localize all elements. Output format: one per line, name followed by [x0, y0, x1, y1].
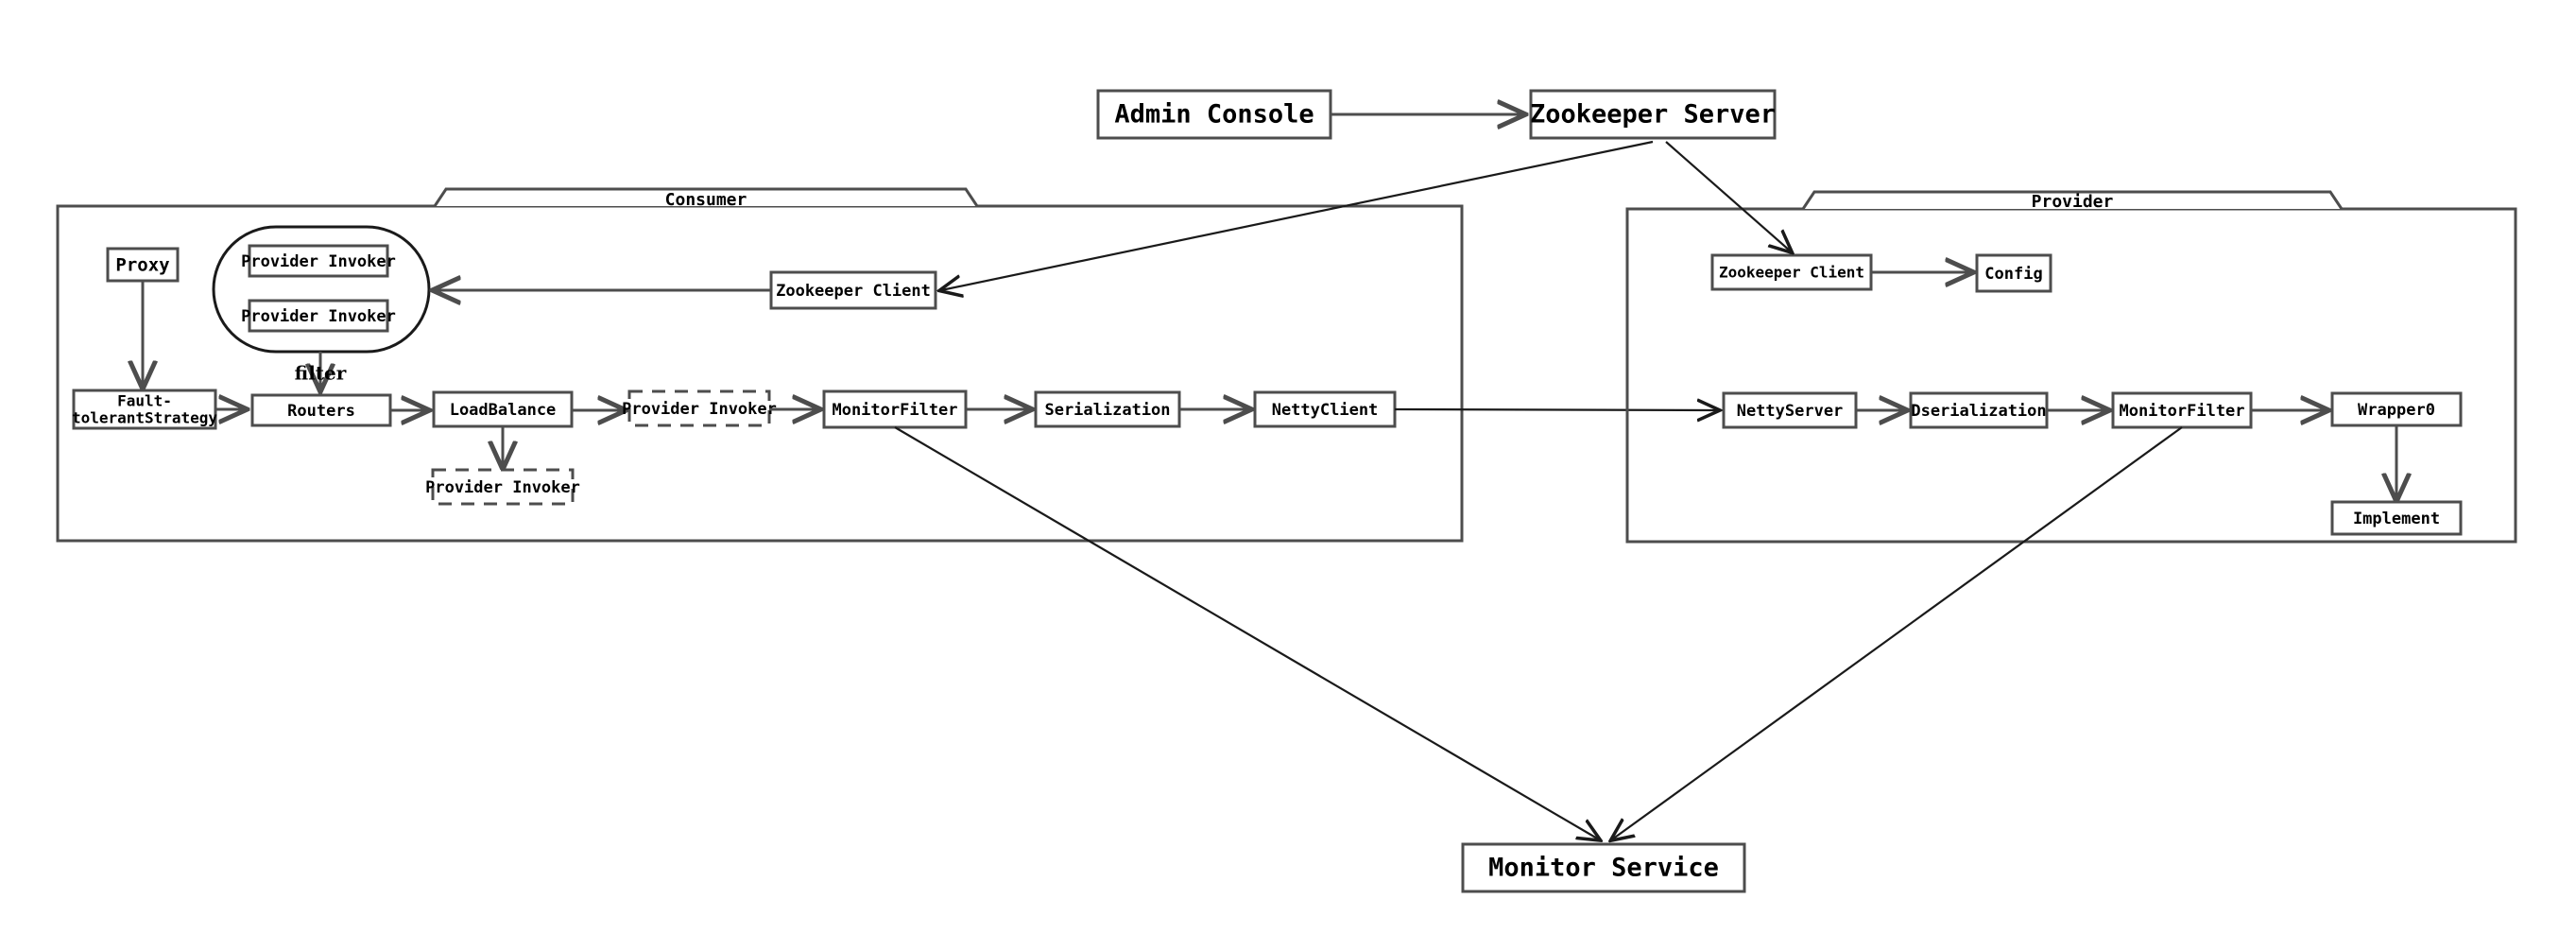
- provider-invoker-1-label: Provider Invoker: [241, 252, 396, 271]
- provider-group-label: Provider: [2032, 192, 2114, 212]
- routers-label: Routers: [287, 402, 355, 421]
- edge-nettyclient-to-nettyserver: [1394, 409, 1718, 410]
- proxy-box[interactable]: [106, 247, 180, 283]
- consumer-tab-shape: [433, 187, 979, 207]
- provider-invoker-1-box[interactable]: [248, 244, 389, 278]
- admin-console-label: Admin Console: [1114, 100, 1314, 130]
- provider-zookeeper-client-box[interactable]: [1710, 253, 1873, 291]
- implement-label: Implement: [2353, 510, 2440, 528]
- fault-tolerant-strategy-label-line2: tolerantStrategy: [72, 409, 217, 427]
- node-wrapper0[interactable]: Wrapper0: [2330, 391, 2463, 427]
- node-consumer-monitor-filter[interactable]: MonitorFilter: [822, 389, 968, 429]
- node-monitor-service[interactable]: Monitor Service: [1461, 842, 1746, 893]
- consumer-monitor-filter-label: MonitorFilter: [832, 401, 957, 420]
- filter-edge-label: filter: [295, 362, 347, 385]
- node-provider-zookeeper-client[interactable]: Zookeeper Client: [1710, 253, 1873, 291]
- node-zookeeper-server[interactable]: Zookeeper Server: [1529, 89, 1777, 140]
- provider-zookeeper-client-label: Zookeeper Client: [1719, 264, 1864, 282]
- monitor-service-box[interactable]: [1461, 842, 1746, 893]
- chosen-provider-invoker-label: Provider Invoker: [425, 478, 580, 497]
- fault-tolerant-strategy-label-line1: Fault-: [117, 392, 172, 410]
- netty-server-label: NettyServer: [1737, 402, 1844, 421]
- edge-provider-monitorfilter-to-monitorservice: [1612, 426, 2183, 839]
- wrapper0-box[interactable]: [2330, 391, 2463, 427]
- zookeeper-server-label: Zookeeper Server: [1530, 100, 1776, 130]
- provider-invoker-2-box[interactable]: [248, 299, 389, 333]
- node-chosen-provider-invoker[interactable]: Provider Invoker: [425, 468, 580, 506]
- edge-zkserver-to-consumer-zkclient: [941, 140, 1654, 290]
- provider-monitor-filter-box[interactable]: [2111, 391, 2253, 429]
- zookeeper-server-box[interactable]: [1529, 89, 1777, 140]
- provider-tab-shape: [1801, 190, 2344, 210]
- wrapper0-label: Wrapper0: [2358, 401, 2435, 420]
- monitor-service-label: Monitor Service: [1488, 854, 1719, 883]
- invoker-pool: Provider Invoker Provider Invoker: [212, 225, 431, 354]
- node-provider-monitor-filter[interactable]: MonitorFilter: [2111, 391, 2253, 429]
- provider-invoker-2-label: Provider Invoker: [241, 307, 396, 326]
- node-config[interactable]: Config: [1975, 253, 2052, 293]
- edge-zkserver-to-provider-zkclient: [1665, 141, 1791, 251]
- node-serialization[interactable]: Serialization: [1034, 390, 1181, 428]
- chosen-provider-invoker-box[interactable]: [431, 468, 575, 506]
- selected-provider-invoker-label: Provider Invoker: [622, 400, 777, 419]
- selected-provider-invoker-box[interactable]: [627, 389, 771, 427]
- config-box[interactable]: [1975, 253, 2052, 293]
- node-selected-provider-invoker[interactable]: Provider Invoker: [622, 389, 777, 427]
- node-fault-tolerant-strategy[interactable]: Fault- tolerantStrategy: [72, 389, 217, 430]
- consumer-zookeeper-client-label: Zookeeper Client: [776, 282, 931, 301]
- serialization-box[interactable]: [1034, 390, 1181, 428]
- group-consumer: Consumer: [56, 187, 1464, 543]
- node-netty-client[interactable]: NettyClient: [1253, 390, 1397, 428]
- netty-client-label: NettyClient: [1272, 401, 1379, 420]
- config-label: Config: [1984, 265, 2042, 284]
- provider-monitor-filter-label: MonitorFilter: [2119, 402, 2244, 421]
- netty-client-box[interactable]: [1253, 390, 1397, 428]
- node-consumer-zookeeper-client[interactable]: Zookeeper Client: [769, 270, 937, 310]
- dserialization-label: Dserialization: [1911, 402, 2046, 421]
- node-implement[interactable]: Implement: [2330, 500, 2463, 536]
- node-dserialization[interactable]: Dserialization: [1909, 391, 2049, 429]
- serialization-label: Serialization: [1044, 401, 1170, 420]
- node-admin-console[interactable]: Admin Console: [1096, 89, 1332, 140]
- node-routers[interactable]: Routers: [250, 393, 392, 427]
- implement-box[interactable]: [2330, 500, 2463, 536]
- node-load-balance[interactable]: LoadBalance: [432, 390, 574, 428]
- edge-consumer-monitorfilter-to-monitorservice: [894, 426, 1599, 839]
- proxy-label: Proxy: [115, 255, 169, 276]
- group-provider: Provider: [1625, 190, 2517, 544]
- load-balance-label: LoadBalance: [450, 401, 557, 420]
- consumer-group-label: Consumer: [665, 190, 747, 210]
- node-proxy[interactable]: Proxy: [106, 247, 180, 283]
- node-netty-server[interactable]: NettyServer: [1722, 391, 1858, 429]
- admin-console-box[interactable]: [1096, 89, 1332, 140]
